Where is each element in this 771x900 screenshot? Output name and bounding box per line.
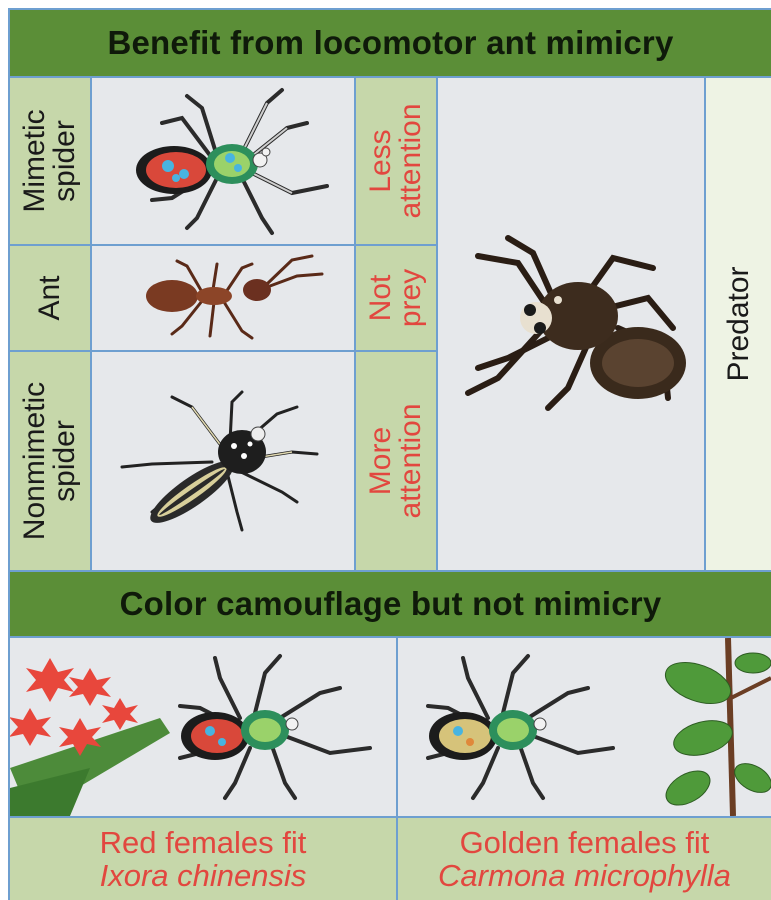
caption-golden-line1: Golden females fit bbox=[460, 826, 710, 859]
response-not-line2: prey bbox=[396, 269, 426, 327]
response-more-attention: More attention bbox=[356, 352, 436, 570]
predator-panel bbox=[438, 78, 704, 570]
row-label-nonmimetic: Nonmimetic spider bbox=[10, 352, 90, 570]
header-top: Benefit from locomotor ant mimicry bbox=[10, 10, 771, 76]
row-label-ant: Ant bbox=[10, 246, 90, 350]
response-less-line1: Less bbox=[366, 103, 396, 218]
red-female-panel bbox=[10, 638, 396, 816]
caption-red-females: Red females fit Ixora chinensis bbox=[10, 818, 396, 900]
red-flower-illustration bbox=[10, 638, 396, 816]
nonmimetic-spider-illustration bbox=[92, 352, 354, 570]
row-label-ant-line1: Ant bbox=[35, 275, 65, 320]
header-bottom-title: Color camouflage but not mimicry bbox=[120, 585, 662, 623]
caption-golden-line2: Carmona microphylla bbox=[438, 859, 731, 892]
golden-female-panel bbox=[398, 638, 771, 816]
nonmimetic-spider-panel bbox=[92, 352, 354, 570]
response-less-line2: attention bbox=[396, 103, 426, 218]
response-not-prey: Not prey bbox=[356, 246, 436, 350]
predator-spider-illustration bbox=[438, 78, 704, 570]
caption-red-line2: Ixora chinensis bbox=[100, 859, 307, 892]
response-less-attention: Less attention bbox=[356, 78, 436, 244]
header-bottom: Color camouflage but not mimicry bbox=[10, 572, 771, 636]
ant-panel bbox=[92, 246, 354, 350]
response-more-line2: attention bbox=[396, 403, 426, 518]
mimetic-spider-illustration bbox=[92, 78, 354, 244]
predator-label-cell: Predator bbox=[706, 78, 771, 570]
caption-red-line1: Red females fit bbox=[100, 826, 307, 859]
row-label-mimetic-line2: spider bbox=[50, 109, 80, 212]
ant-illustration bbox=[92, 246, 354, 350]
response-not-line1: Not bbox=[366, 269, 396, 327]
mimetic-spider-panel bbox=[92, 78, 354, 244]
predator-label: Predator bbox=[724, 266, 754, 381]
caption-golden-females: Golden females fit Carmona microphylla bbox=[398, 818, 771, 900]
row-label-nonmimetic-line1: Nonmimetic bbox=[20, 382, 50, 540]
leafy-branch-illustration bbox=[398, 638, 771, 816]
response-more-line1: More bbox=[366, 403, 396, 518]
header-top-title: Benefit from locomotor ant mimicry bbox=[107, 24, 673, 62]
row-label-mimetic: Mimetic spider bbox=[10, 78, 90, 244]
row-label-nonmimetic-line2: spider bbox=[50, 382, 80, 540]
row-label-mimetic-line1: Mimetic bbox=[20, 109, 50, 212]
